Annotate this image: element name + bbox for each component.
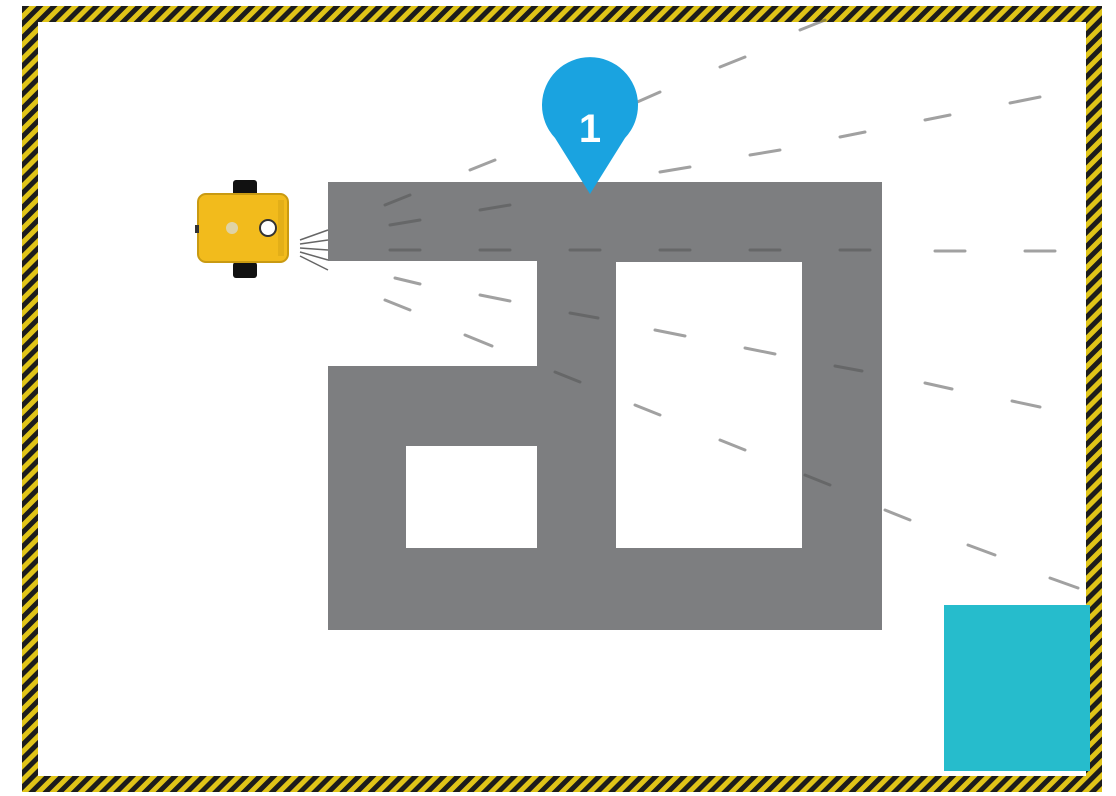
marker-label: 1 [579, 107, 601, 151]
robot-light [226, 222, 238, 234]
goal-zone [944, 605, 1090, 771]
robot-sensor-eye [260, 220, 276, 236]
robot-wheel-bottom [233, 262, 257, 278]
